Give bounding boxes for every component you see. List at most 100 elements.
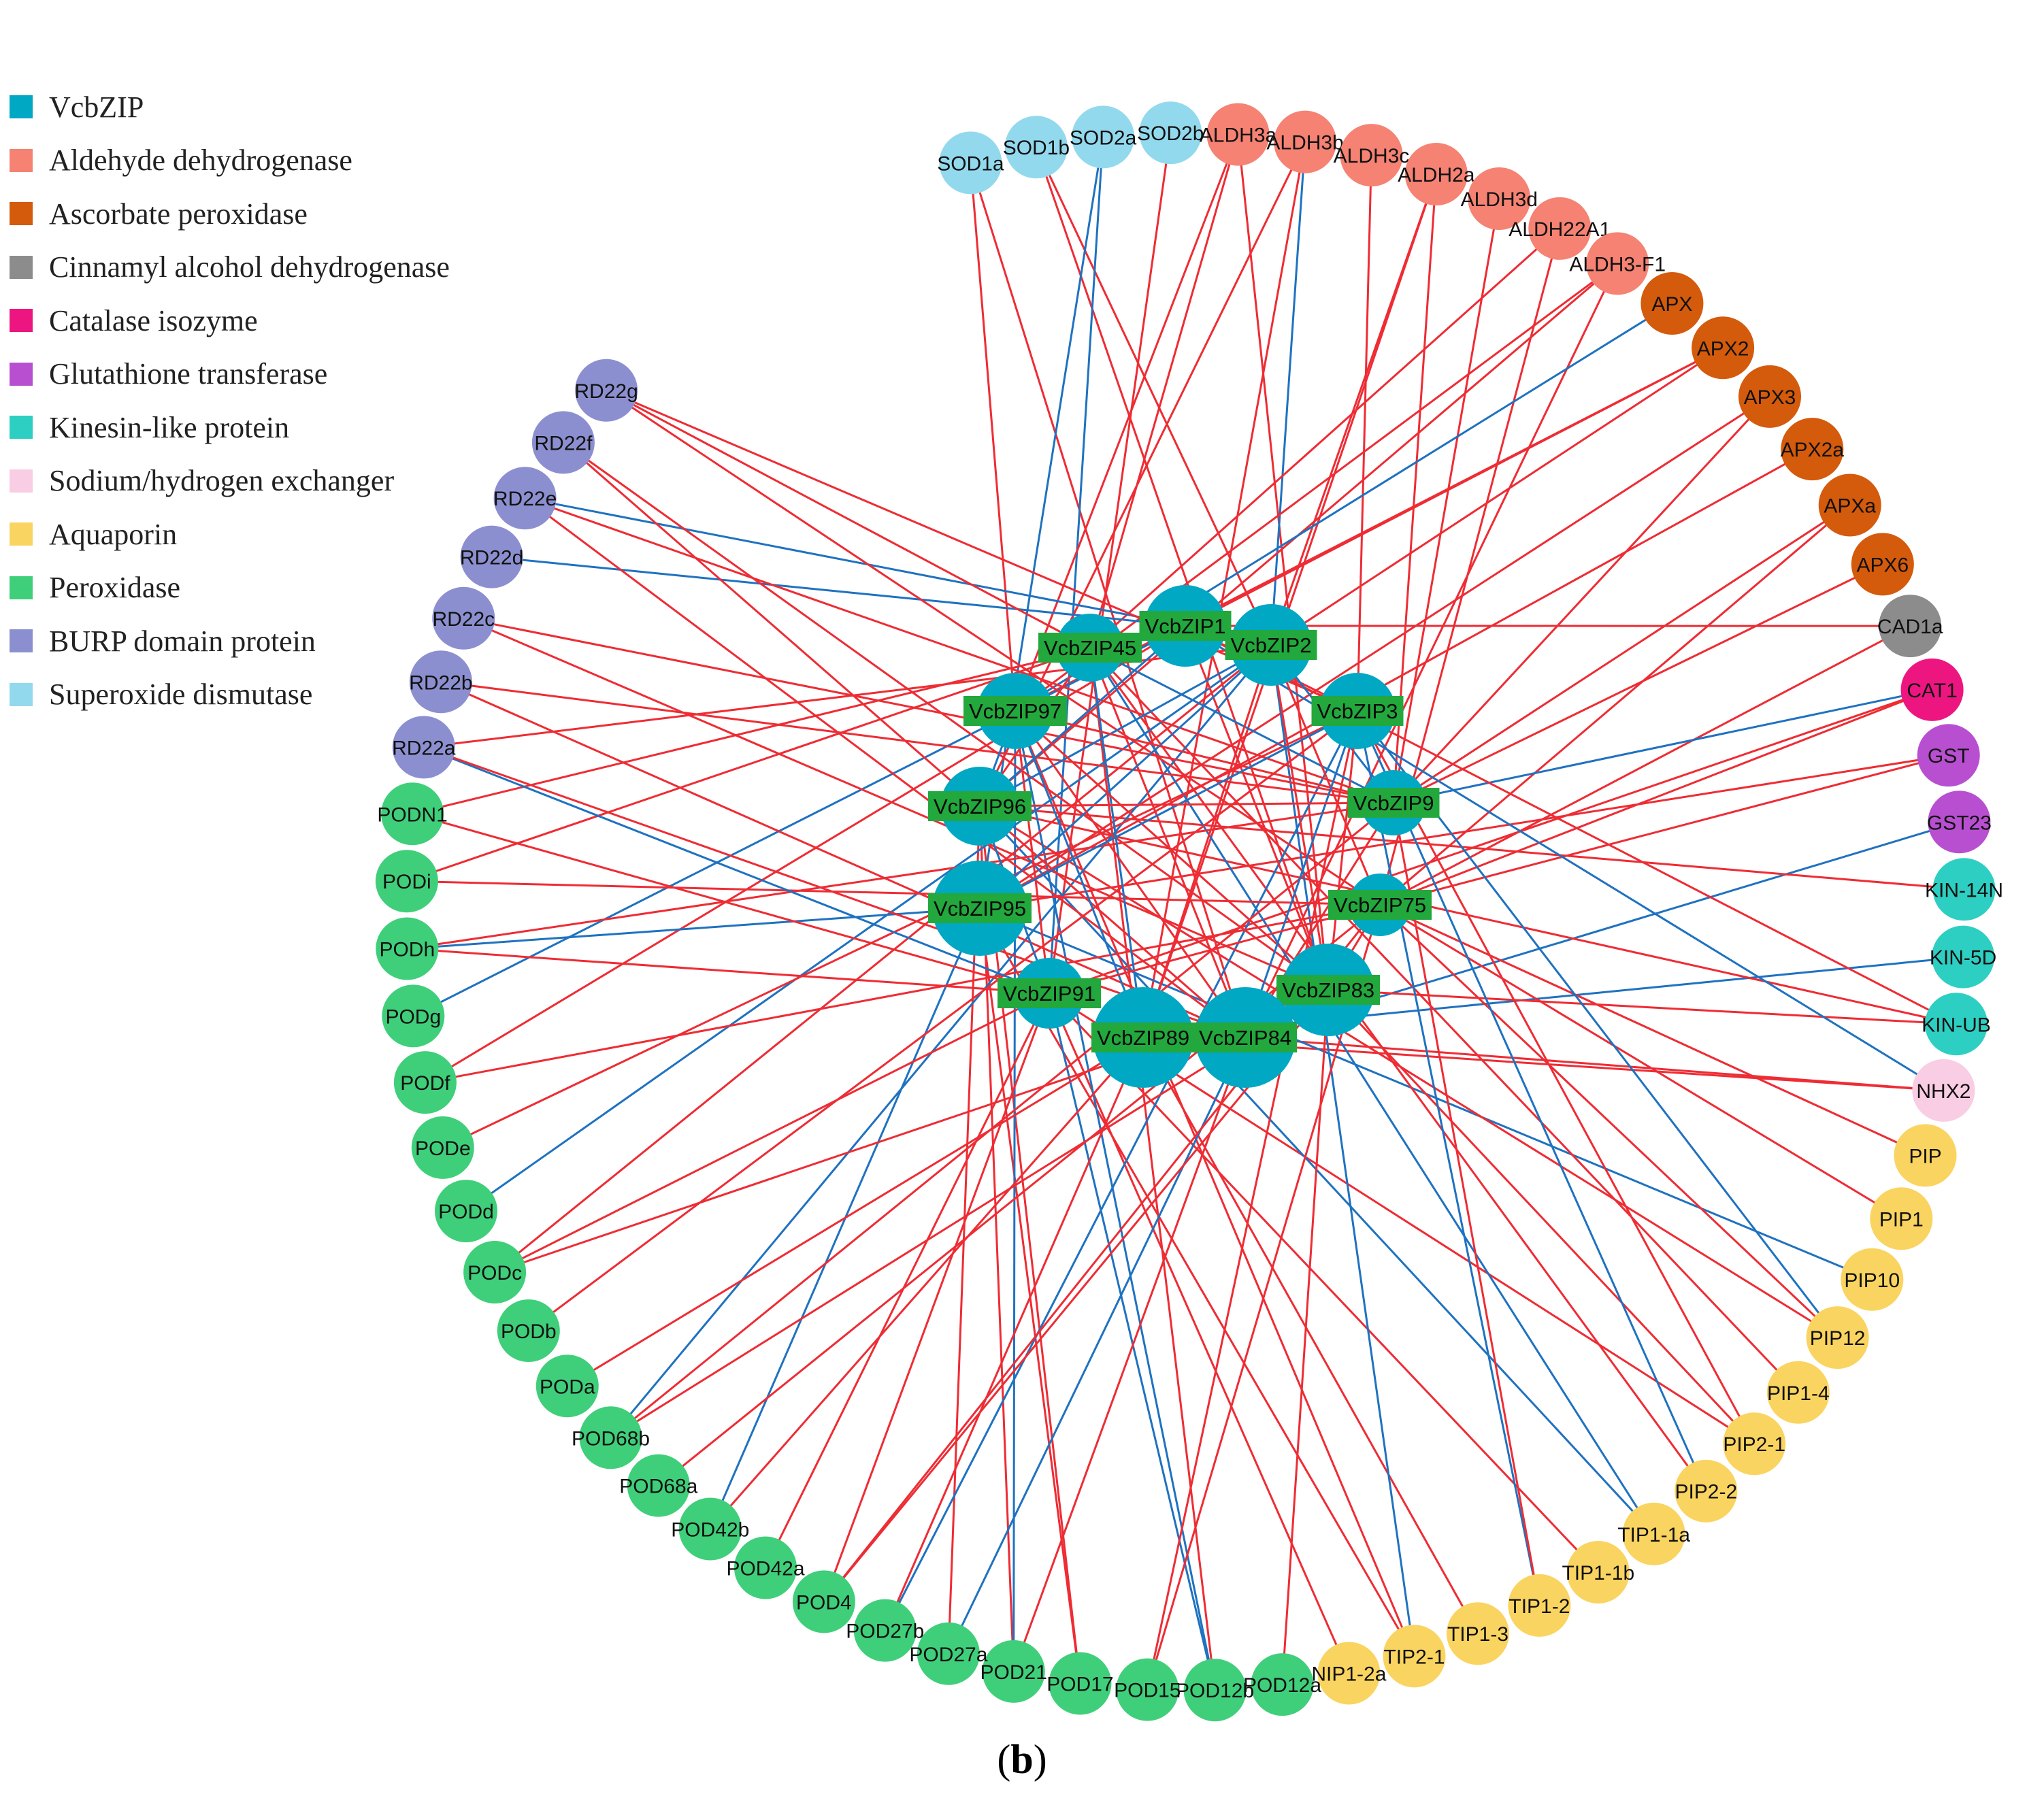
legend-item-burp-domain-protein: BURP domain protein — [10, 614, 450, 668]
node-circle — [1116, 1658, 1179, 1721]
legend-swatch — [10, 309, 33, 333]
node-label: POD68a — [619, 1476, 697, 1498]
node-rd22d: RD22d — [460, 525, 523, 588]
edge-tip2-1-vcbzip97 — [1014, 710, 1415, 1657]
edge-vcbzip3-vcbzip83 — [1327, 710, 1359, 991]
node-cad1a: CAD1a — [1877, 595, 1943, 658]
legend-swatch — [10, 576, 33, 599]
node-label: POD27a — [909, 1644, 987, 1666]
node-circle — [1928, 791, 1991, 854]
hub-vcbzip84: VcbZIP84 — [1193, 987, 1297, 1088]
edge-apxa-vcbzip75 — [1379, 504, 1851, 906]
node-circle — [939, 131, 1002, 195]
node-circle — [1468, 167, 1531, 230]
node-pip2-2: PIP2-2 — [1675, 1459, 1738, 1523]
node-label: PIP10 — [1844, 1269, 1900, 1292]
node-pod27a: POD27a — [909, 1622, 988, 1685]
node-kin-14n: KIN-14N — [1925, 858, 2003, 921]
node-label: RD22a — [392, 737, 456, 759]
node-rd22a: RD22a — [392, 716, 456, 779]
node-podh: PODh — [376, 917, 439, 980]
edge-pod21-vcbzip84 — [1012, 1037, 1247, 1672]
node-label: GST23 — [1927, 812, 1992, 834]
edge-podc-vcbzip91 — [494, 992, 1050, 1274]
hub-vcbzip91: VcbZIP91 — [998, 958, 1101, 1029]
node-gst: GST — [1917, 724, 1980, 787]
legend-swatch — [10, 522, 33, 546]
legend-label: Catalase isozyme — [49, 303, 258, 337]
hub-vcbzip83: VcbZIP83 — [1276, 944, 1380, 1036]
node-circle — [1900, 658, 1964, 721]
node-circle — [435, 1180, 497, 1243]
edge-gst-vcbzip95 — [979, 754, 1949, 910]
node-poda: PODa — [535, 1355, 599, 1418]
node-circle — [1139, 101, 1202, 165]
node-label: APX2 — [1697, 337, 1749, 360]
node-circle — [1528, 197, 1592, 260]
edge-poda-vcbzip89 — [567, 1036, 1144, 1387]
hub-vcbzip97: VcbZIP97 — [963, 673, 1067, 749]
node-circle — [917, 1622, 980, 1685]
hub-label: VcbZIP84 — [1199, 1026, 1291, 1050]
node-pod42a: POD42a — [726, 1536, 805, 1599]
edge-pip2-2-vcbzip3 — [1356, 710, 1707, 1492]
node-circle — [1806, 1306, 1869, 1369]
node-circle — [1508, 1574, 1571, 1637]
edge-vcbzip2-vcbzip96 — [979, 644, 1272, 808]
edge-cat1-vcbzip91 — [1049, 688, 1933, 995]
node-circle — [1447, 1602, 1509, 1665]
legend-item-aquaporin: Aquaporin — [10, 508, 450, 561]
legend-swatch — [10, 95, 33, 119]
edge-rd22g-vcbzip45 — [606, 389, 1091, 649]
node-label: SOD1a — [937, 152, 1004, 175]
node-label: TIP1-3 — [1447, 1623, 1509, 1646]
hub-label: VcbZIP83 — [1282, 978, 1374, 1002]
node-circle — [982, 1640, 1045, 1703]
edge-rd22e-vcbzip1 — [525, 497, 1186, 627]
node-circle — [411, 1116, 474, 1179]
node-label: TIP1-2 — [1509, 1595, 1570, 1618]
node-circle — [1894, 1124, 1957, 1187]
node-circle — [1072, 105, 1135, 169]
node-circle — [1404, 143, 1468, 205]
hub-label: VcbZIP1 — [1145, 614, 1226, 638]
node-label: PODh — [379, 939, 435, 961]
edge-pip2-1-vcbzip83 — [1327, 988, 1755, 1445]
edge-pod68b-vcbzip2 — [610, 644, 1272, 1439]
node-label: SOD2a — [1070, 127, 1137, 149]
edge-vcbzip1-vcbzip96 — [979, 625, 1186, 808]
node-label: PODN1 — [377, 803, 447, 826]
node-pod12a: POD12a — [1243, 1653, 1321, 1716]
edge-rd22b-vcbzip9 — [440, 680, 1394, 804]
node-sod1b: SOD1b — [1003, 116, 1070, 179]
legend-swatch — [10, 469, 33, 493]
edge-vcbzip2-vcbzip75 — [1270, 644, 1381, 906]
edge-pip2-1-vcbzip3 — [1356, 710, 1755, 1444]
node-rd22c: RD22c — [432, 586, 495, 650]
hub-vcbzip3: VcbZIP3 — [1311, 673, 1404, 749]
hub-label-background — [1276, 975, 1380, 1005]
node-label: POD27b — [846, 1621, 924, 1643]
node-pip12: PIP12 — [1806, 1306, 1869, 1369]
node-kin-ub: KIN-UB — [1922, 993, 1991, 1056]
hub-label: VcbZIP89 — [1097, 1026, 1189, 1050]
node-label: POD12a — [1243, 1674, 1321, 1697]
node-label: SOD2b — [1137, 122, 1204, 145]
edge-aldh3d-vcbzip9 — [1392, 198, 1500, 803]
edge-sod1b-vcbzip83 — [1035, 146, 1330, 991]
legend-item-superoxide-dismutase: Superoxide dismutase — [10, 668, 450, 722]
node-circle — [463, 1241, 527, 1303]
node-tip1-2: TIP1-2 — [1508, 1574, 1571, 1637]
node-tip1-1a: TIP1-1a — [1617, 1502, 1690, 1565]
node-circle — [1851, 533, 1914, 596]
hub-label-background — [1311, 696, 1404, 726]
node-circle — [1766, 1361, 1830, 1424]
hub-label: VcbZIP9 — [1353, 791, 1434, 815]
node-label: PODg — [385, 1006, 441, 1028]
hub-label-background — [928, 893, 1032, 923]
node-circle — [1932, 925, 1995, 988]
node-circle — [382, 984, 445, 1048]
node-label: POD21 — [980, 1661, 1047, 1684]
edge-sod1a-vcbzip97 — [969, 163, 1017, 712]
node-pip1: PIP1 — [1870, 1187, 1933, 1250]
